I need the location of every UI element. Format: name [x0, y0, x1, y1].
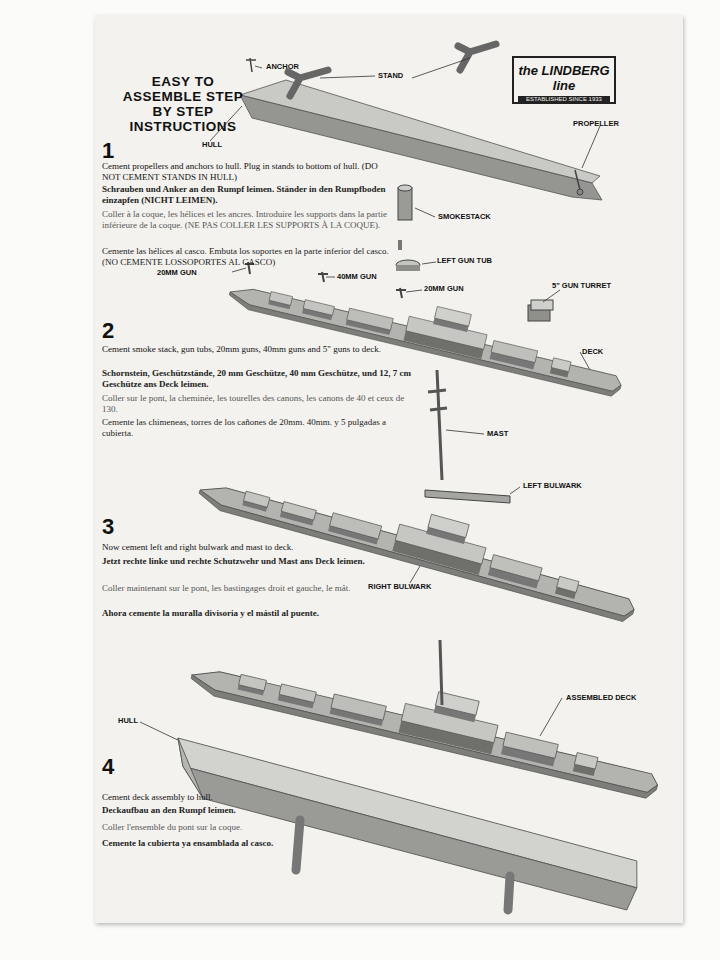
instruction-text: Jetzt rechte linke und rechte Schutzwehr…: [102, 556, 372, 567]
instruction-text: Coller sur le pont, la cheminée, les tou…: [102, 393, 422, 415]
step-number: 3: [102, 516, 114, 538]
part-name: HULL: [118, 716, 138, 725]
part-name: 20MM GUN: [424, 284, 464, 293]
instruction-text: Deckaufbau an den Rumpf leimen.: [102, 805, 362, 816]
instruction-text: Coller maintenant sur le pont, les basti…: [102, 583, 402, 594]
instruction-text: Cement deck assembly to hull.: [102, 792, 362, 803]
part-name: DECK: [582, 347, 603, 356]
title: EASY TO ASSEMBLE STEP BY STEP INSTRUCTIO…: [118, 74, 248, 134]
part-name: HULL: [202, 140, 222, 149]
instruction-text: Ahora cemente la muralla divisoria y el …: [102, 608, 432, 619]
instruction-text: Schrauben und Anker an den Rumpf leimen.…: [102, 184, 392, 206]
part-name: RIGHT BULWARK: [368, 582, 431, 591]
part-name: MAST: [487, 429, 508, 438]
step-number: 2: [102, 320, 114, 342]
instruction-text: Schornstein, Geschützstände, 20 mm Gesch…: [102, 368, 412, 390]
part-name: ASSEMBLED DECK: [566, 693, 636, 702]
brand-tagline: ESTABLISHED SINCE 1933: [518, 96, 610, 102]
part-name: STAND: [378, 71, 403, 80]
instruction-text: Cement smoke stack, gun tubs, 20mm guns,…: [102, 344, 412, 355]
instruction-text: Cemente las chimeneas, torres de los cañ…: [102, 417, 412, 439]
instruction-text: Now cement left and right bulwark and ma…: [102, 542, 402, 553]
step-number: 1: [102, 140, 114, 162]
part-name: ANCHOR: [266, 62, 299, 71]
instruction-text: Cement propellers and anchors to hull. P…: [102, 161, 392, 183]
part-name: LEFT GUN TUB: [437, 256, 492, 265]
part-name: 40MM GUN: [337, 272, 377, 281]
part-name: PROPELLER: [573, 119, 619, 128]
instruction-text: Coller à la coque, les hélices et les an…: [102, 209, 402, 231]
part-name: 20MM GUN: [157, 268, 197, 277]
instruction-text: Cemente las hélices al casco. Embuta los…: [102, 246, 402, 268]
instruction-text: Coller l'ensemble du pont sur la coque.: [102, 822, 362, 833]
step-number: 4: [102, 756, 114, 778]
instruction-text: Cemente la cubierta ya ensamblada al cas…: [102, 838, 372, 849]
part-name: SMOKESTACK: [438, 212, 491, 221]
brand-name: the LINDBERG line: [514, 63, 614, 93]
brand-logo: the LINDBERG lineESTABLISHED SINCE 1933: [512, 56, 616, 104]
part-name: LEFT BULWARK: [523, 481, 582, 490]
part-name: 5" GUN TURRET: [552, 281, 611, 290]
